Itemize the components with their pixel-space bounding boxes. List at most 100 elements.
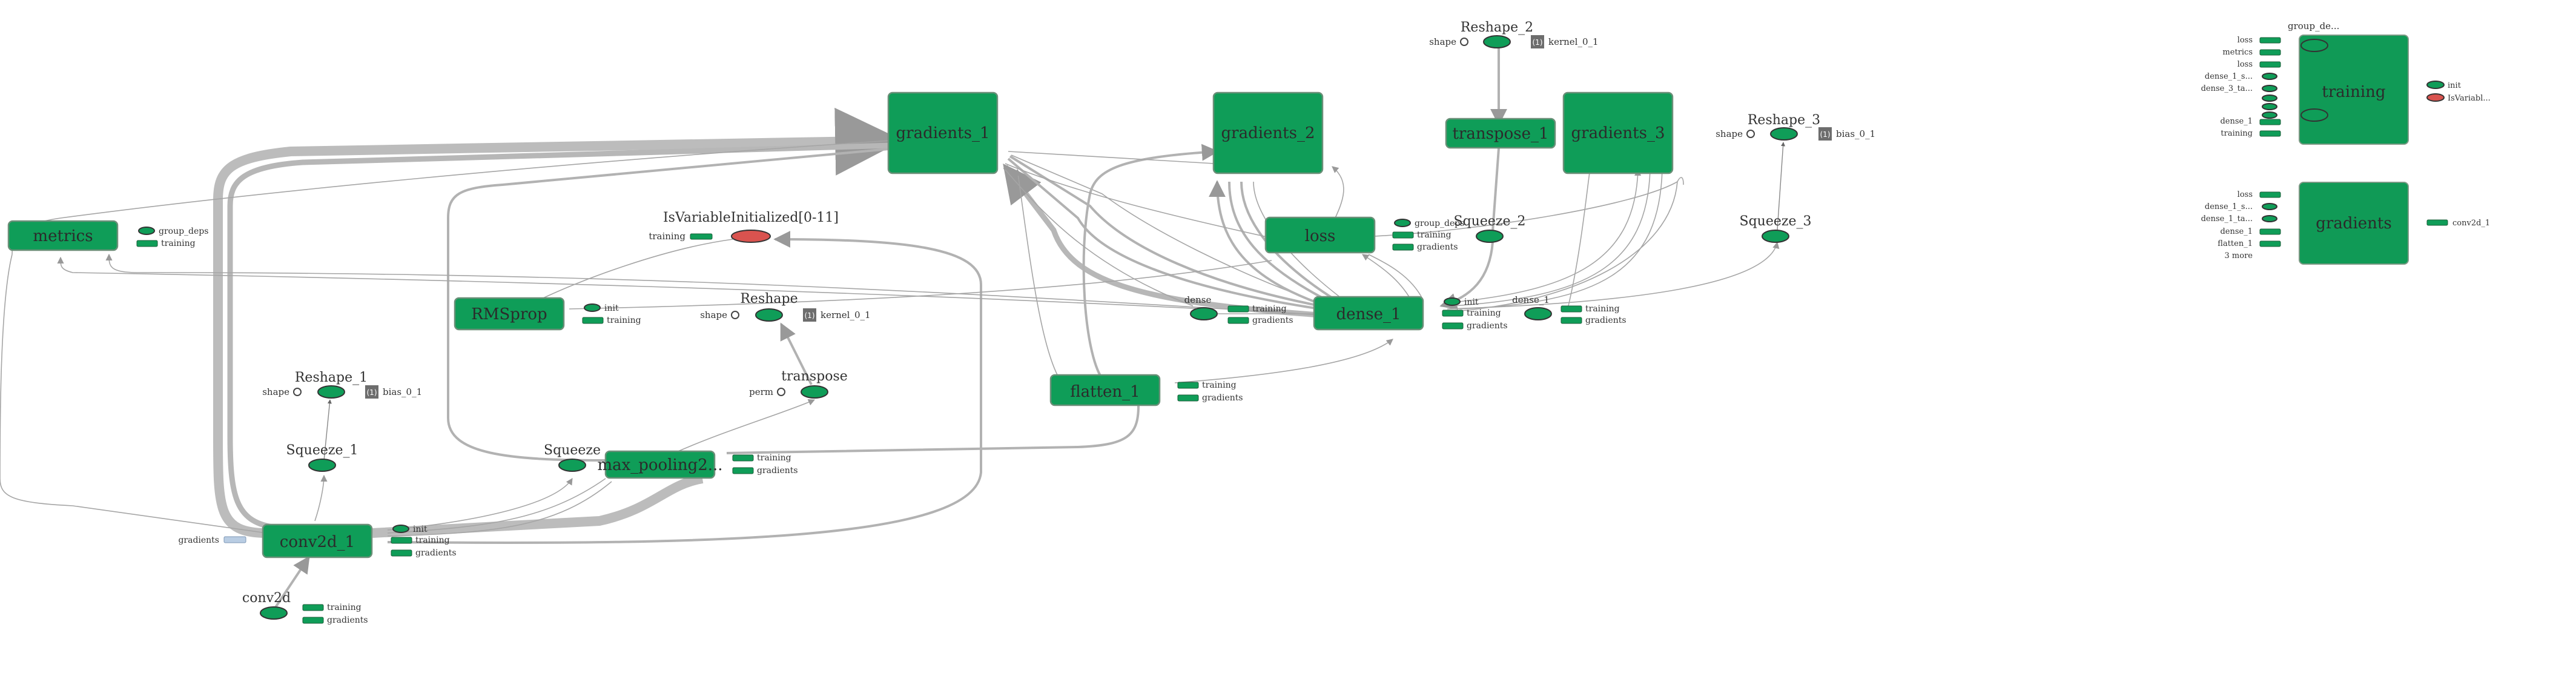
- edge-conv2d-small-conv2d: [271, 555, 310, 613]
- conv2d-gradients-port: [302, 617, 324, 624]
- reshape-1-label: Reshape_1: [295, 370, 368, 385]
- edge-dense1-gradients3-b: [1453, 169, 1651, 307]
- edge-dense1-gradients1-c: [1009, 155, 1321, 307]
- reshape-kernel-box: [803, 308, 816, 322]
- training-in-dense1s-port: [2262, 73, 2277, 80]
- conv2d-gradients-label: gradients: [327, 615, 368, 625]
- node-conv2d-1-label: conv2d_1: [280, 533, 355, 551]
- node-rmsprop-label: RMSprop: [471, 305, 547, 323]
- dense-1-small-op[interactable]: [1524, 307, 1552, 320]
- grads-out-conv2d1-pill: [2426, 219, 2448, 226]
- conv2d1-training-label: training: [415, 535, 450, 545]
- edge-rmsprop-isvar: [526, 239, 733, 307]
- op-nodes: Reshape_2 shape (1) kernel_0_1 Reshape_3…: [242, 20, 1875, 620]
- conv2d-op[interactable]: [260, 606, 288, 620]
- squeeze-op[interactable]: [558, 459, 586, 472]
- training-in-training-pill: [2259, 130, 2281, 137]
- node-gradients-3[interactable]: [1562, 91, 1674, 174]
- training-in-extra-a: [2262, 94, 2277, 102]
- squeeze-3-op[interactable]: [1762, 230, 1789, 243]
- reshape-2-label: Reshape_2: [1461, 20, 1533, 35]
- squeeze-2-label: Squeeze_2: [1454, 214, 1526, 229]
- reshape-2-shape-const: [1460, 38, 1468, 46]
- node-dense-1[interactable]: [1313, 296, 1424, 331]
- node-gradients-2-label: gradients_2: [1221, 124, 1315, 142]
- edge-gradients3-right: [1447, 177, 1684, 313]
- dense-training-label: training: [1252, 304, 1287, 314]
- reshape-2-op[interactable]: [1483, 35, 1511, 48]
- isvar-training-pill: [690, 233, 713, 240]
- node-loss[interactable]: [1264, 216, 1376, 254]
- training-inner-label: group_de...: [2288, 21, 2339, 31]
- node-gradients-1[interactable]: [887, 91, 999, 174]
- flatten-gradients-label: gradients: [1202, 393, 1243, 403]
- edge-dense1-loss-b: [1368, 254, 1424, 300]
- dense1small-training-label: training: [1585, 304, 1620, 314]
- training-inner-top: [2300, 39, 2328, 52]
- squeeze-label: Squeeze: [544, 443, 601, 458]
- transpose-op[interactable]: [801, 385, 828, 399]
- node-gradients-2[interactable]: [1212, 91, 1324, 174]
- isvar-training-label: training: [649, 231, 685, 242]
- edge-loss-gradients3: [1374, 181, 1678, 237]
- node-flatten-1[interactable]: [1049, 374, 1161, 406]
- edge-flatten-maxpool: [726, 405, 1140, 454]
- maxpool-training-port: [732, 454, 754, 462]
- reshape-3-bias-box: [1818, 127, 1832, 141]
- training-out-init-label: init: [2448, 81, 2462, 90]
- reshape-op[interactable]: [755, 308, 783, 322]
- edge-maxpool-gradients1: [447, 147, 896, 462]
- grads-in-more-label: 3 more: [2225, 251, 2253, 260]
- edge-dense1-gradients1-a: [1003, 163, 1321, 318]
- training-in-dense1s-label: dense_1_s...: [2205, 72, 2253, 81]
- reshape-3-op[interactable]: [1770, 127, 1798, 141]
- edge-conv2d-maxpool-thin2: [387, 481, 612, 537]
- edge-loss-gradients2: [1332, 166, 1344, 225]
- conv2d1-gradients-in-port: [223, 536, 246, 543]
- edge-dense1-gradients2-a: [1209, 180, 1327, 307]
- grads-in-flatten1-label: flatten_1: [2218, 239, 2253, 248]
- node-gradients-group[interactable]: [2299, 182, 2409, 265]
- training-in-loss-pill: [2259, 37, 2281, 44]
- conv2d1-init-label: init: [413, 525, 428, 534]
- reshape-1-op[interactable]: [317, 385, 345, 399]
- dense1small-training-port: [1560, 305, 1582, 313]
- squeeze-2-op[interactable]: [1476, 230, 1504, 243]
- node-max-pooling[interactable]: [604, 450, 716, 479]
- port-annotations: gradients_1 gradients_2 gradients_3 tran…: [7, 21, 2409, 558]
- reshape-3-bias-tag: (1): [1820, 130, 1831, 139]
- node-conv2d-1[interactable]: [262, 523, 373, 558]
- grads-in-dense1s-port: [2262, 203, 2277, 210]
- training-in-dense1-pill: [2259, 119, 2281, 125]
- squeeze-1-op[interactable]: [308, 459, 336, 472]
- dense-op[interactable]: [1190, 307, 1218, 320]
- node-transpose-1[interactable]: [1445, 118, 1556, 149]
- isvar-op[interactable]: [731, 230, 771, 243]
- training-in-extra-b: [2262, 103, 2277, 110]
- edge-dense1-loss: [1362, 254, 1412, 300]
- aux-ports: group_deps training group_deps training …: [136, 219, 1627, 625]
- edge-flatten-dense: [1174, 339, 1393, 383]
- metrics-training-port: [136, 240, 158, 247]
- training-in-dense1-label: dense_1: [2220, 117, 2253, 126]
- dense-gradients-port: [1227, 317, 1249, 324]
- edge-flatten-gradients1: [1014, 168, 1066, 388]
- node-metrics[interactable]: [7, 220, 119, 251]
- reshape-2-kernel-label: kernel_0_1: [1548, 36, 1599, 47]
- training-in-dense3ta-port: [2262, 85, 2277, 92]
- edge-dense1-gradients2-b: [1228, 181, 1333, 304]
- reshape-2-shape-label: shape: [1429, 36, 1456, 47]
- reshape-kernel-label: kernel_0_1: [821, 310, 871, 320]
- training-in-loss2-label: loss: [2237, 60, 2253, 69]
- rmsprop-training-port: [582, 317, 604, 324]
- training-in-loss2-pill: [2259, 61, 2281, 68]
- node-metrics-label: metrics: [33, 227, 93, 245]
- edge-dense1-metrics: [105, 253, 1321, 316]
- isvar-label: IsVariableInitialized[0-11]: [663, 210, 839, 225]
- conv2d1-training-port: [391, 537, 412, 544]
- node-rmsprop[interactable]: [454, 297, 565, 331]
- conv2d1-gradients-in-label: gradients: [178, 535, 219, 545]
- grads-in-loss-label: loss: [2237, 190, 2253, 199]
- loss-training-label: training: [1417, 230, 1451, 240]
